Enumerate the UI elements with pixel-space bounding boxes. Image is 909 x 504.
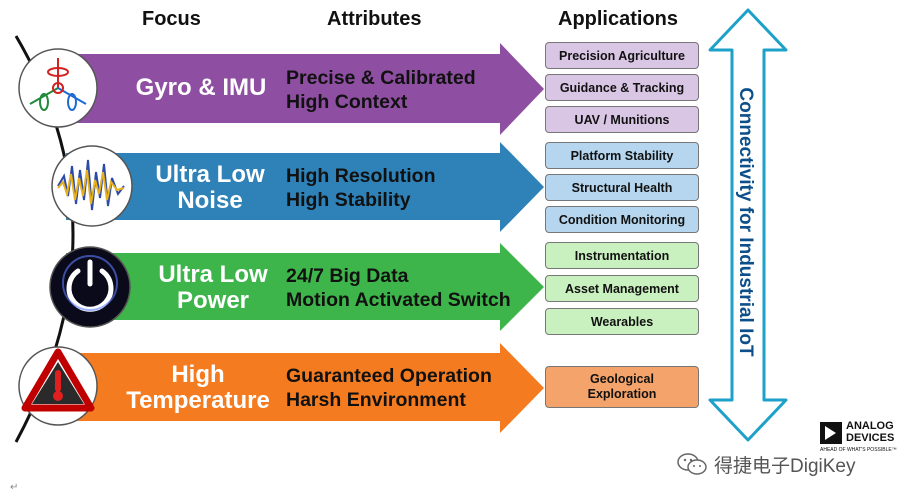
attribute-line: Precise & Calibrated [286,67,476,89]
attributes-gyro: Precise & Calibrated High Context [286,66,476,114]
app-guidance-tracking: Guidance & Tracking [545,74,699,101]
focus-line: Ultra Low [155,161,265,188]
app-asset-management: Asset Management [545,275,699,302]
wechat-icon [677,453,707,475]
power-button-icon [49,246,131,328]
analog-devices-logo: ANALOG DEVICES AHEAD OF WHAT'S POSSIBLE™ [820,420,900,456]
logo-name-line: ANALOG [846,420,894,432]
app-instrumentation: Instrumentation [545,242,699,269]
app-precision-agriculture: Precision Agriculture [545,42,699,69]
paragraph-mark: ↵ [10,482,19,493]
watermark: 得捷电子DigiKey [676,452,856,477]
attributes-noise: High Resolution High Stability [286,164,436,212]
power-arrow [66,243,544,331]
focus-label-gyro: Gyro & IMU [126,75,276,101]
focus-line: Temperature [126,387,270,414]
connectivity-arrow [708,8,788,442]
logo-name-line: DEVICES [846,432,895,444]
focus-label-power: Ultra Low Power [143,262,283,314]
watermark-text: 得捷电子DigiKey [714,455,856,477]
app-uav-munitions: UAV / Munitions [545,106,699,133]
attribute-line: 24/7 Big Data [286,265,409,287]
app-geological-exploration: Geological Exploration [545,366,699,408]
attributes-temperature: Guaranteed Operation Harsh Environment [286,364,492,412]
focus-line: Power [176,287,250,314]
attributes-header: Attributes [327,8,422,30]
focus-label-temperature: High Temperature [118,362,278,414]
focus-line: High [171,361,225,388]
logo-tagline: AHEAD OF WHAT'S POSSIBLE™ [820,447,897,453]
focus-header: Focus [142,8,201,30]
gyro-arrow [66,43,544,135]
app-condition-monitoring: Condition Monitoring [545,206,699,233]
attribute-line: Guaranteed Operation [286,365,492,387]
connectivity-label-text: Connectivity for Industrial IoT [735,87,756,357]
noise-waveform-icon [51,145,133,227]
app-platform-stability: Platform Stability [545,142,699,169]
focus-line: Ultra Low [158,261,268,288]
focus-line: Noise [177,187,243,214]
noise-arrow [66,142,544,232]
attribute-line: Harsh Environment [286,389,466,411]
app-wearables: Wearables [545,308,699,335]
focus-line: Gyro & IMU [135,74,267,101]
app-structural-health: Structural Health [545,174,699,201]
warning-thermometer-icon [18,346,98,426]
gyro-axes-icon [18,48,98,128]
attributes-power: 24/7 Big Data Motion Activated Switch [286,264,511,312]
focus-label-noise: Ultra Low Noise [140,162,280,214]
temperature-arrow [66,343,544,433]
attribute-line: High Context [286,91,408,113]
attribute-line: High Resolution [286,165,436,187]
applications-header: Applications [558,8,679,30]
logo-name: ANALOG DEVICES [846,420,894,444]
analog-devices-mark-icon [820,422,842,444]
attribute-line: High Stability [286,189,411,211]
attribute-line: Motion Activated Switch [286,289,511,311]
